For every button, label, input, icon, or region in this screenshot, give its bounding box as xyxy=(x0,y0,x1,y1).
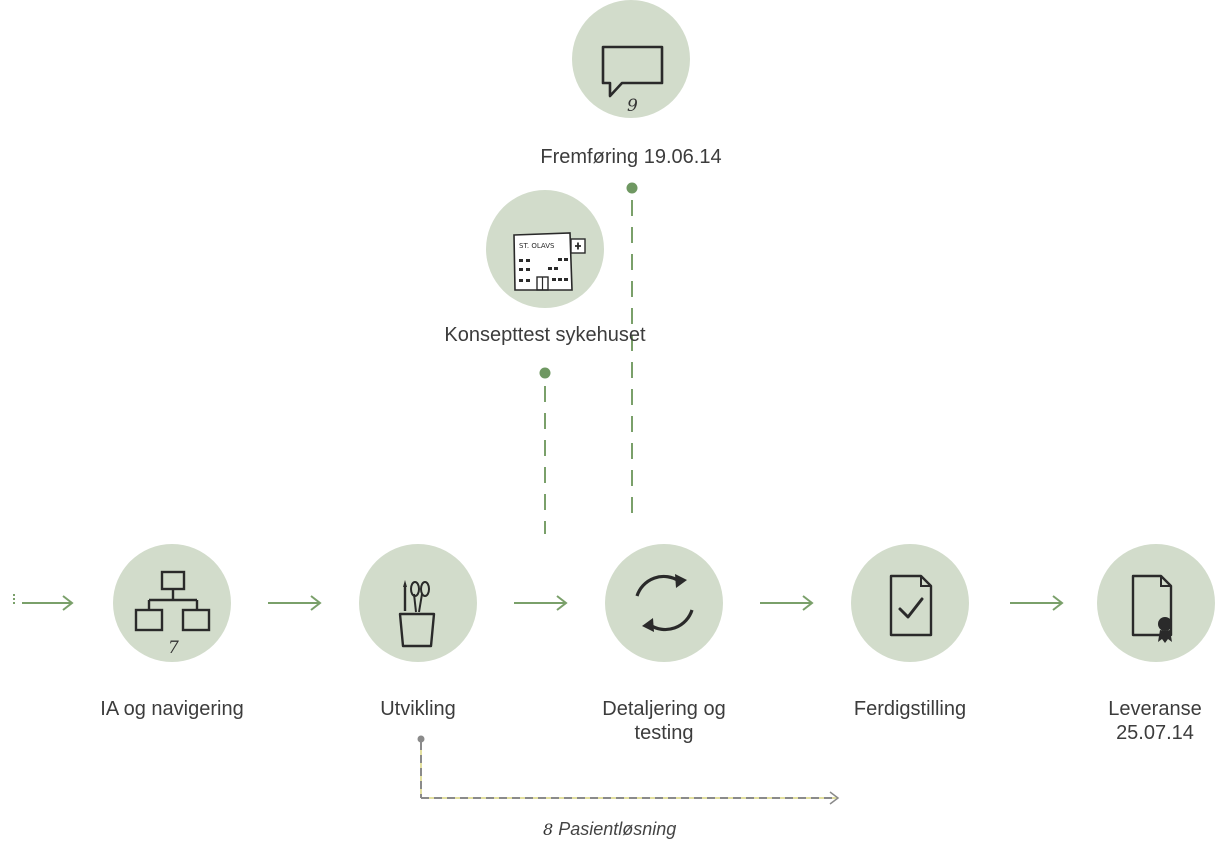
concept-test-milestone-circle: ST. OLAVS xyxy=(486,190,604,308)
arrow-utvikling-to-detaljering xyxy=(514,595,568,611)
arrow-ferdigstilling-to-leveranse xyxy=(1010,595,1064,611)
hospital-building-icon: ST. OLAVS xyxy=(513,232,586,291)
presentation-milestone-circle: 9 xyxy=(572,0,690,118)
arrow-ia-to-utvikling xyxy=(268,595,322,611)
phase-number: 7 xyxy=(168,638,179,658)
arrow-detaljering-to-ferdigstilling xyxy=(760,595,814,611)
speech-bubble-icon xyxy=(601,45,664,98)
flow-arrows xyxy=(22,595,1064,611)
detaljering-label-line1: Detaljering og xyxy=(602,698,726,720)
utvikling-phase-label: Utvikling xyxy=(380,698,456,720)
leveranse-phase-circle xyxy=(1097,544,1215,662)
presentation-dot xyxy=(626,182,638,194)
arrow-start-to-ia xyxy=(22,595,74,611)
ia-phase-circle: 7 xyxy=(113,544,231,662)
branch-label: 8 Pasientløsning xyxy=(543,819,676,840)
branch-connector xyxy=(417,735,840,805)
certificate-document-icon xyxy=(1131,574,1173,643)
leveranse-label-line2: 25.07.14 xyxy=(1116,722,1194,744)
detaljering-phase-circle xyxy=(605,544,723,662)
presentation-connector xyxy=(626,182,638,524)
ferdigstilling-phase-circle xyxy=(851,544,969,662)
presentation-label: Fremføring 19.06.14 xyxy=(540,146,722,168)
pencil-cup-icon xyxy=(398,580,436,648)
milestone-number: 9 xyxy=(627,96,638,116)
concept-test-label: Konsepttest sykehuset xyxy=(444,324,646,346)
hospital-sign: ST. OLAVS xyxy=(519,242,555,250)
branch-name: Pasientløsning xyxy=(558,819,677,839)
refresh-cycle-icon xyxy=(635,574,694,632)
concept-test-dot xyxy=(539,367,551,379)
utvikling-phase-circle xyxy=(359,544,477,662)
branch-number: 8 xyxy=(543,820,554,839)
concept-test-connector xyxy=(539,367,551,534)
leveranse-phase-label: Leveranse 25.07.14 xyxy=(1093,697,1217,745)
detaljering-label-line2: testing xyxy=(634,722,694,744)
leveranse-label-line1: Leveranse xyxy=(1108,698,1202,720)
ia-phase-label: IA og navigering xyxy=(100,698,244,720)
document-check-icon xyxy=(889,574,933,637)
ferdigstilling-phase-label: Ferdigstilling xyxy=(853,698,967,720)
sitemap-icon xyxy=(134,570,211,632)
detaljering-phase-label: Detaljering og testing xyxy=(564,697,764,745)
